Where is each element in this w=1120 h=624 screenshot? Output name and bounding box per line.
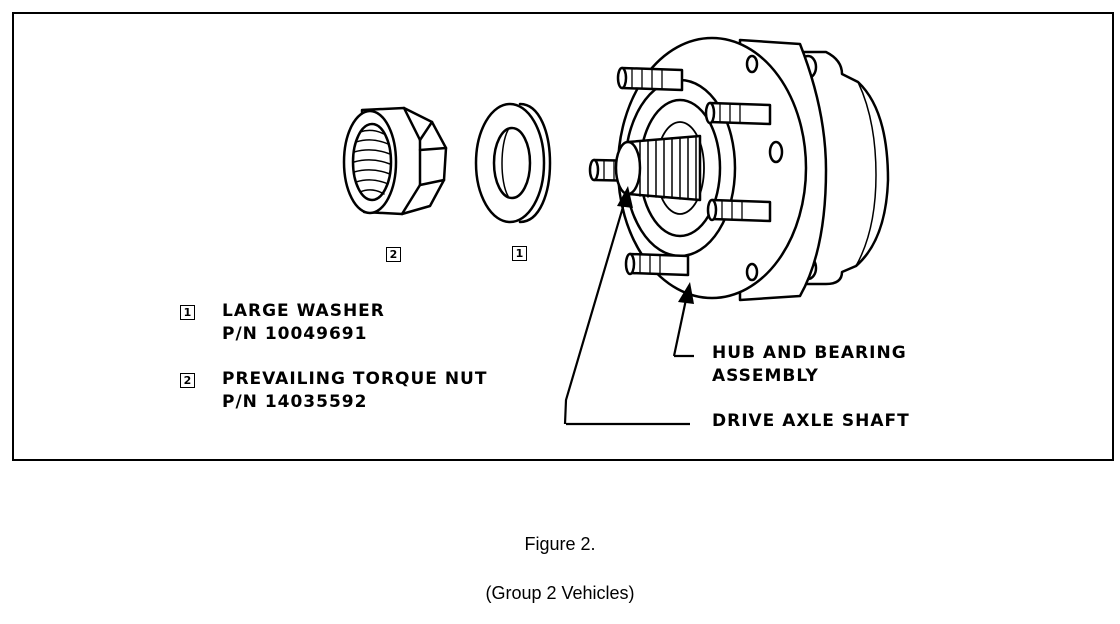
figure-caption: Figure 2. bbox=[524, 534, 596, 554]
drive-axle-label: DRIVE AXLE SHAFT bbox=[712, 411, 910, 431]
hub-label-line2: ASSEMBLY bbox=[712, 366, 819, 386]
callout-washer-number: 1 bbox=[512, 246, 527, 261]
legend-item1-part-number: P/N 10049691 bbox=[222, 324, 368, 344]
large-washer bbox=[474, 102, 552, 224]
hub-label-line1: HUB AND BEARING bbox=[712, 343, 907, 363]
diagram-frame bbox=[12, 12, 1114, 461]
legend-item2-number: 2 bbox=[180, 373, 195, 388]
figure-subtitle: (Group 2 Vehicles) bbox=[485, 583, 635, 603]
leader-arrowheads bbox=[617, 186, 694, 304]
legend-item2-part-number: P/N 14035592 bbox=[222, 392, 368, 412]
legend-item1-number: 1 bbox=[180, 305, 195, 320]
torque-nut bbox=[342, 106, 448, 216]
legend-item1-name: LARGE WASHER bbox=[222, 301, 385, 321]
legend-item2-name: PREVAILING TORQUE NUT bbox=[222, 369, 488, 389]
callout-nut-number: 2 bbox=[386, 247, 401, 262]
drive-axle-shaft bbox=[614, 134, 702, 202]
